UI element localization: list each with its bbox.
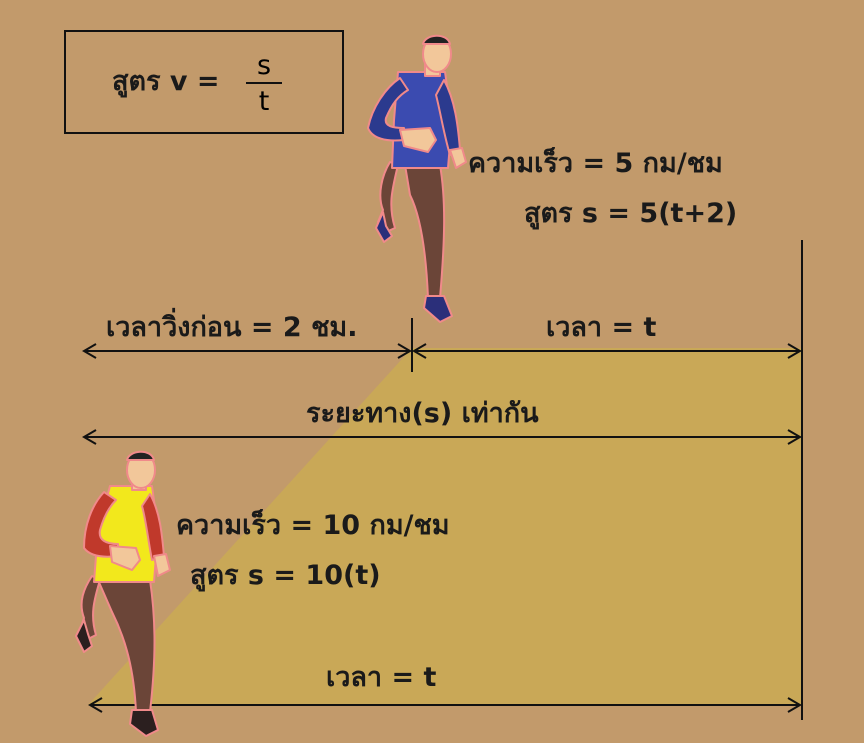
double-arrow-icon bbox=[82, 429, 802, 445]
runner-blue-icon bbox=[367, 34, 467, 323]
runner-a-speed: ความเร็ว = 5 กม/ชม bbox=[468, 148, 723, 179]
formula-denominator: t bbox=[258, 86, 270, 117]
time-b-label: เวลา = t bbox=[326, 662, 437, 693]
double-arrow-icon bbox=[88, 697, 802, 713]
fraction-bar bbox=[246, 82, 282, 84]
runner-b-formula: สูตร s = 10(t) bbox=[190, 560, 381, 591]
formula-fraction: s t bbox=[246, 50, 282, 117]
double-arrow-icon bbox=[82, 343, 412, 359]
double-arrow-icon bbox=[412, 343, 802, 359]
distance-label: ระยะทาง(s) เท่ากัน bbox=[306, 398, 539, 429]
runner-a-formula: สูตร s = 5(t+2) bbox=[524, 198, 738, 229]
runner-b-speed: ความเร็ว = 10 กม/ชม bbox=[176, 510, 450, 541]
runner-yellow-icon bbox=[75, 450, 171, 737]
head-start-label: เวลาวิ่งก่อน = 2 ชม. bbox=[106, 312, 358, 343]
formula-numerator: s bbox=[256, 50, 272, 81]
formula-prefix: สูตร v = bbox=[112, 66, 220, 97]
time-a-label: เวลา = t bbox=[546, 312, 657, 343]
formula-box bbox=[64, 30, 344, 134]
